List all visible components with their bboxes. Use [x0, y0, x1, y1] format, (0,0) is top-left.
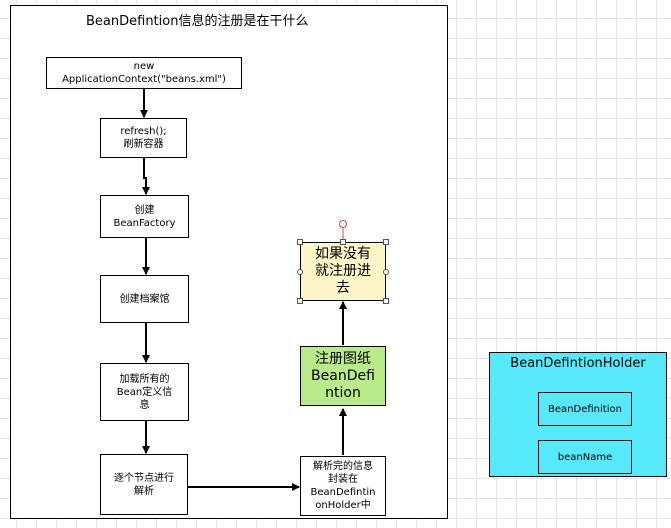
resize-handle-nw[interactable] [297, 239, 303, 245]
node-new-application-context[interactable]: new ApplicationContext("beans.xml") [46, 57, 242, 89]
resize-handle-w[interactable] [297, 269, 303, 275]
rotate-handle[interactable] [339, 220, 347, 228]
holder-title: BeanDefintionHolder [510, 356, 646, 371]
node-refresh[interactable]: refresh(); 刷新容器 [100, 118, 187, 158]
node-refresh-label: refresh(); 刷新容器 [120, 126, 167, 150]
resize-handle-se[interactable] [383, 298, 389, 304]
arrow-refresh-to-factory [142, 157, 150, 195]
node-load-bean-definitions[interactable]: 加载所有的 Bean定义信 息 [100, 363, 189, 421]
holder-field-bean-definition-label: BeanDefinition [548, 403, 622, 415]
holder-field-bean-name-label: beanName [557, 451, 613, 463]
node-new-application-context-label: new ApplicationContext("beans.xml") [62, 61, 226, 85]
node-create-bean-factory[interactable]: 创建 BeanFactory [100, 195, 189, 238]
resize-handle-e[interactable] [383, 269, 389, 275]
resize-handle-n[interactable] [340, 239, 346, 245]
node-parse-nodes[interactable]: 逐个节点进行 解析 [100, 454, 188, 515]
node-wrap-in-holder-label: 解析完的信息 封装在 BeanDefintin onHolder中 [310, 461, 376, 511]
diagram-title: BeanDefintion信息的注册是在干什么 [86, 14, 309, 29]
holder-field-bean-name[interactable]: beanName [538, 440, 632, 474]
resize-handle-ne[interactable] [383, 239, 389, 245]
resize-handle-sw[interactable] [297, 298, 303, 304]
node-create-bean-factory-label: 创建 BeanFactory [113, 204, 176, 229]
holder-field-bean-definition[interactable]: BeanDefinition [538, 392, 632, 426]
node-create-archive[interactable]: 创建档案馆 [100, 275, 189, 323]
node-wrap-in-holder[interactable]: 解析完的信息 封装在 BeanDefintin onHolder中 [300, 456, 386, 516]
node-register-if-absent[interactable]: 如果没有 就注册进 去 [300, 242, 386, 301]
node-create-archive-label: 创建档案馆 [119, 293, 170, 305]
node-load-bean-definitions-label: 加载所有的 Bean定义信 息 [116, 373, 173, 411]
node-register-definition[interactable]: 注册图纸 BeanDefi ntion [300, 346, 386, 406]
bean-definition-holder[interactable]: BeanDefintionHolder BeanDefinition beanN… [489, 352, 667, 477]
node-register-if-absent-label: 如果没有 就注册进 去 [315, 246, 371, 296]
node-register-definition-label: 注册图纸 BeanDefi ntion [311, 350, 375, 401]
node-parse-nodes-label: 逐个节点进行 解析 [114, 472, 174, 497]
